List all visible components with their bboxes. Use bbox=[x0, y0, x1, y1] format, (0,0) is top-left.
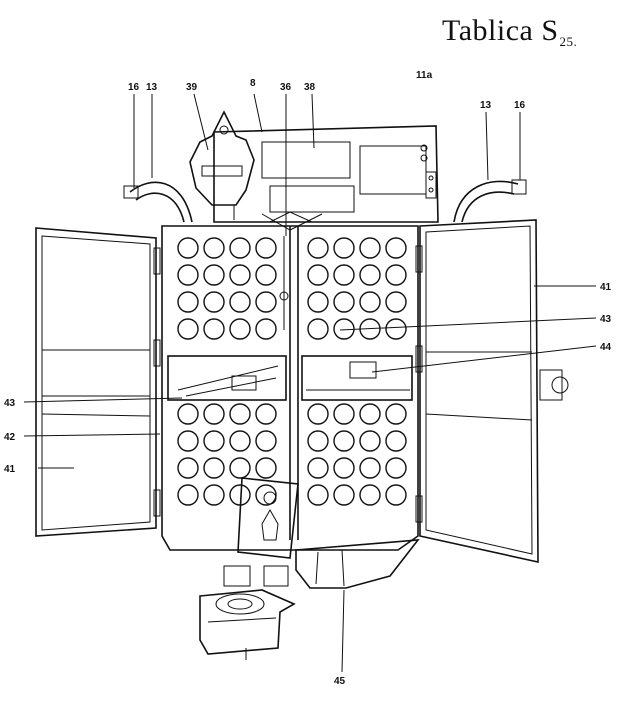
label-39: 39 bbox=[186, 82, 198, 93]
bottle-hole bbox=[385, 457, 407, 479]
back-panel bbox=[213, 125, 439, 223]
bottle-hole bbox=[307, 237, 329, 259]
bottle-hole bbox=[203, 318, 225, 340]
bottle-hole bbox=[229, 264, 251, 286]
bottle-hole bbox=[255, 403, 277, 425]
label-43-left: 43 bbox=[4, 398, 16, 409]
bottle-hole bbox=[307, 430, 329, 452]
plate-title-subscript: 25. bbox=[559, 34, 578, 49]
right-door bbox=[415, 219, 569, 563]
bottle-hole bbox=[177, 291, 199, 313]
label-11a: 11a bbox=[416, 70, 433, 81]
bottle-hole bbox=[307, 403, 329, 425]
label-36: 36 bbox=[280, 82, 292, 93]
leader-lines bbox=[23, 93, 597, 673]
bottle-hole bbox=[385, 403, 407, 425]
bottle-hole bbox=[177, 318, 199, 340]
bottle-hole bbox=[359, 403, 381, 425]
bottle-hole bbox=[359, 484, 381, 506]
bottle-hole bbox=[255, 237, 277, 259]
bottle-hole bbox=[203, 237, 225, 259]
label-16-left: 16 bbox=[128, 82, 140, 93]
bottom-hopper bbox=[295, 539, 420, 589]
bottle-hole bbox=[177, 403, 199, 425]
bottle-hole bbox=[229, 403, 251, 425]
bottle-hole bbox=[229, 430, 251, 452]
bottle-hole bbox=[255, 484, 277, 506]
bottle-hole bbox=[385, 237, 407, 259]
label-44: 44 bbox=[600, 342, 612, 353]
bottle-hole bbox=[385, 318, 407, 340]
bottle-hole bbox=[385, 264, 407, 286]
bottle-hole bbox=[229, 318, 251, 340]
bottle-hole bbox=[255, 291, 277, 313]
bottle-hole bbox=[359, 264, 381, 286]
hose-left bbox=[123, 181, 193, 223]
bottle-hole bbox=[229, 457, 251, 479]
bottle-hole bbox=[177, 264, 199, 286]
bottle-hole bbox=[333, 264, 355, 286]
bottle-hole bbox=[333, 430, 355, 452]
plate-title-main: Tablica S bbox=[442, 14, 559, 47]
bottle-hole bbox=[359, 291, 381, 313]
label-8: 8 bbox=[250, 78, 256, 89]
bottle-hole bbox=[359, 430, 381, 452]
bottle-hole bbox=[333, 291, 355, 313]
label-16-right: 16 bbox=[514, 100, 526, 111]
label-41-left: 41 bbox=[4, 464, 16, 475]
bottle-hole bbox=[203, 430, 225, 452]
bottle-hole bbox=[359, 237, 381, 259]
bottle-hole bbox=[177, 457, 199, 479]
bottle-hole bbox=[385, 430, 407, 452]
label-41-right: 41 bbox=[600, 282, 612, 293]
front-apparatus bbox=[199, 477, 299, 655]
gauge-instrument bbox=[189, 110, 255, 220]
plate-title: Tablica S25. bbox=[442, 14, 577, 50]
left-door bbox=[35, 227, 161, 537]
bottle-hole bbox=[255, 430, 277, 452]
bottle-hole bbox=[177, 237, 199, 259]
bottle-hole bbox=[203, 484, 225, 506]
bottle-hole bbox=[307, 264, 329, 286]
bottle-hole bbox=[385, 484, 407, 506]
bottle-hole bbox=[333, 457, 355, 479]
label-13-left: 13 bbox=[146, 82, 158, 93]
bottle-hole bbox=[307, 318, 329, 340]
bottle-hole bbox=[333, 237, 355, 259]
bottle-hole bbox=[203, 291, 225, 313]
bottle-holes bbox=[177, 237, 407, 506]
bottle-hole bbox=[307, 484, 329, 506]
bottle-hole bbox=[203, 403, 225, 425]
label-13-right: 13 bbox=[480, 100, 492, 111]
bottle-hole bbox=[177, 430, 199, 452]
bottle-hole bbox=[333, 403, 355, 425]
bottle-hole bbox=[333, 484, 355, 506]
bottle-hole bbox=[255, 457, 277, 479]
bottle-hole bbox=[359, 457, 381, 479]
bottle-hole bbox=[177, 484, 199, 506]
label-43-right: 43 bbox=[600, 314, 612, 325]
bottle-hole bbox=[307, 457, 329, 479]
label-42: 42 bbox=[4, 432, 16, 443]
label-38: 38 bbox=[304, 82, 316, 93]
label-45: 45 bbox=[334, 676, 346, 687]
bottle-hole bbox=[307, 291, 329, 313]
bottle-hole bbox=[203, 264, 225, 286]
bottle-hole bbox=[385, 291, 407, 313]
bottle-hole bbox=[203, 457, 225, 479]
bottle-hole bbox=[255, 318, 277, 340]
bottle-hole bbox=[229, 291, 251, 313]
hose-right bbox=[453, 179, 527, 223]
callout-labels: 16 13 39 8 36 38 11a 13 16 41 43 44 43 4… bbox=[4, 70, 612, 687]
bottle-hole bbox=[229, 237, 251, 259]
bottle-hole bbox=[255, 264, 277, 286]
